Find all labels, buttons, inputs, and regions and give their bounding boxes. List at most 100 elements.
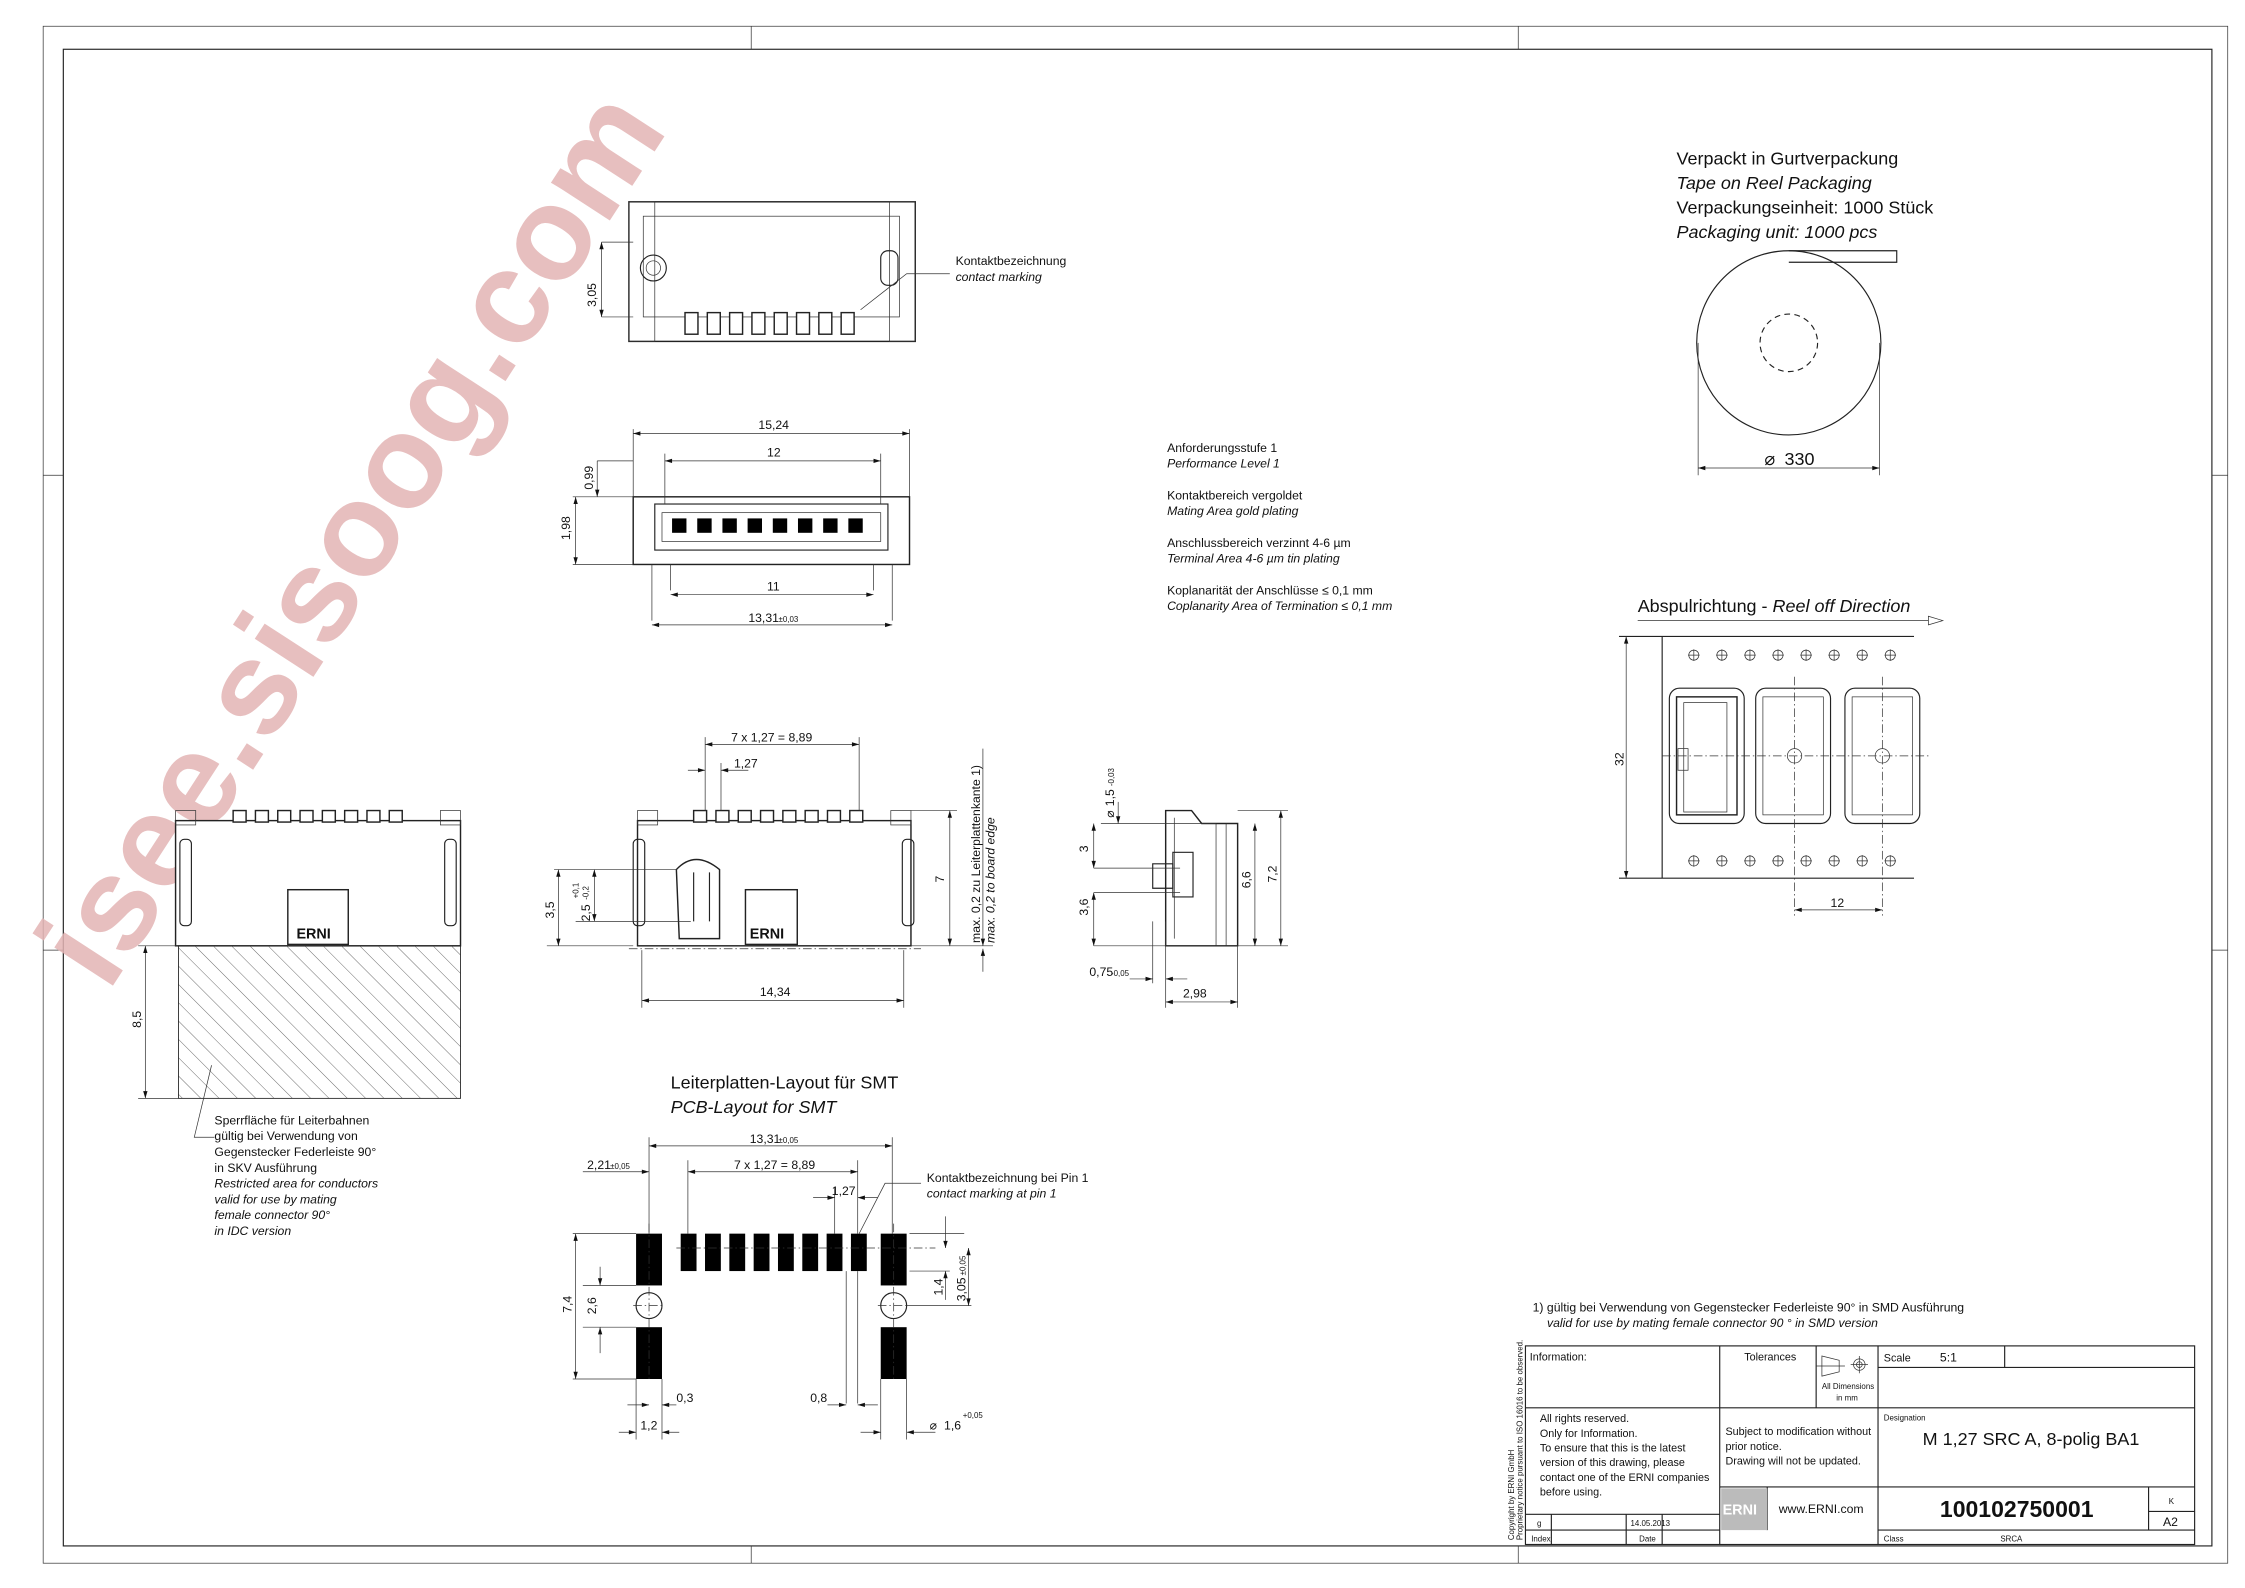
sprocket-hole-cross	[1856, 855, 1868, 867]
carrier-tape-line	[1618, 635, 1915, 879]
pcb-layout-line	[572, 1137, 972, 1440]
connector-top-view-line	[642, 215, 900, 318]
dim-14-label: 1,4	[932, 1278, 946, 1295]
reel-drawing-line	[1696, 250, 1882, 436]
dim-26-label: 2,6	[585, 1297, 599, 1314]
contact-pin	[737, 809, 752, 823]
restricted-area-note-en: Restricted area for conductors	[214, 1177, 378, 1191]
contact-pin	[823, 518, 838, 533]
website-link[interactable]: www.ERNI.com	[1778, 1502, 1864, 1516]
carrier-tape: 32 12	[1612, 635, 1929, 916]
sprocket-hole-cross	[1828, 649, 1840, 661]
contact-pin	[697, 518, 712, 533]
board-edge-note-en: max. 0,2 to board edge	[983, 817, 997, 943]
carrier-tape-line	[1755, 687, 1832, 825]
packaging-unit-en: Packaging unit: 1000 pcs	[1677, 222, 1878, 242]
modification-notice: prior notice.	[1725, 1441, 1781, 1453]
class-value: SRCA	[2000, 1535, 2023, 1544]
scale-value: 5:1	[1940, 1351, 1957, 1365]
dim-075-tolerance: -0,05	[1111, 969, 1130, 978]
sprocket-hole-cross	[1828, 855, 1840, 867]
rights-notice: All rights reserved.	[1540, 1413, 1629, 1425]
pitch-label: 1,27	[832, 1184, 856, 1198]
pitch-total-label: 7 x 1,27 = 8,89	[734, 1158, 815, 1172]
copyright-text: Copyright by ERNI GmbH	[1507, 1449, 1516, 1540]
sprocket-hole-cross	[1800, 649, 1812, 661]
contact-pin	[277, 809, 292, 823]
projection-symbol-icon	[1816, 1355, 1868, 1377]
date-value: 14.05.2013	[1631, 1519, 1671, 1528]
connector-left-view-line	[444, 838, 457, 927]
rights-notice: Only for Information.	[1540, 1428, 1638, 1440]
dim-1331-tolerance: ±0,05	[779, 1136, 799, 1145]
in-mm-label: in mm	[1836, 1394, 1858, 1403]
board-edge-note-de: max. 0,2 zu Leiterplattenkante 1)	[969, 765, 983, 943]
dim-85-label: 8,5	[130, 1011, 144, 1028]
contact-pin	[772, 518, 788, 533]
connector-plan-view: 15,24 12 0,99 1,98 11 13,31 ±0,03	[559, 418, 911, 628]
proprietary-notice: Proprietary notice pursuant to ISO 16016…	[1516, 1340, 1525, 1540]
index-label: Index	[1531, 1535, 1550, 1544]
sprocket-hole-cross	[1716, 649, 1728, 661]
smt-pad	[680, 1233, 697, 1272]
connector-plan-view-line	[672, 518, 863, 533]
connector-top-view-line	[628, 201, 656, 342]
connector-front-view-line	[632, 838, 646, 927]
connector-left-view-line	[232, 809, 403, 823]
connector-left-view-line	[440, 810, 461, 826]
contact-pin	[759, 809, 775, 823]
dim-36-label: 3,6	[1077, 898, 1091, 915]
restricted-area-note-de: Sperrfläche für Leiterbahnen	[214, 1113, 369, 1127]
sprocket-hole-cross	[1744, 855, 1756, 867]
sprocket-hole-cross	[1772, 649, 1784, 661]
sprocket-hole-cross	[1856, 649, 1868, 661]
connector-top-view-line	[880, 250, 899, 286]
part-number: 100102750001	[1940, 1496, 2094, 1522]
carrier-tape-line	[1662, 676, 1929, 916]
smt-pad	[753, 1233, 770, 1272]
dim-1331-label: 13,31	[750, 1132, 781, 1146]
smt-pad	[777, 1233, 794, 1272]
note-de: Kontaktbereich vergoldet	[1167, 489, 1303, 503]
packaging-unit-de: Verpackungseinheit: 1000 Stück	[1677, 197, 1935, 217]
pcb-layout-line	[680, 1233, 867, 1272]
contact-marking-label: Kontaktbezeichnung	[956, 254, 1067, 268]
connector-plan-view-line	[661, 512, 882, 542]
hole-tolerance: +0,05	[963, 1411, 984, 1420]
dim-1331-label: 13,31	[748, 611, 779, 625]
contact-pin	[782, 809, 797, 823]
connector-top-view-line	[860, 273, 950, 311]
reel-direction-arrow	[1637, 615, 1945, 626]
dim-11-label: 11	[767, 579, 780, 593]
restricted-area-hatch	[178, 945, 461, 1099]
tape-width-label: 32	[1612, 752, 1626, 766]
title-block-line	[1525, 1345, 2195, 1545]
connector-front-view-line	[901, 838, 915, 927]
reel-off-direction-label: Abspulrichtung - Reel off Direction	[1638, 596, 1911, 616]
designation-label: Designation	[1884, 1414, 1926, 1423]
contact-pin	[254, 809, 270, 823]
contact-pin	[321, 809, 337, 823]
reel-drawing-line	[1788, 250, 1898, 263]
class-label: Class	[1884, 1535, 1904, 1544]
pcb-layout: Leiterplatten-Layout für SMT PCB-Layout …	[560, 1072, 1089, 1440]
dim-305-label: 3,05	[955, 1277, 969, 1301]
drawing-frame-line	[43, 26, 2228, 1564]
restricted-area-note-en: valid for use by mating	[214, 1192, 336, 1206]
erni-logo-front: ERNI	[750, 927, 784, 943]
packaging-title-en: Tape on Reel Packaging	[1677, 173, 1872, 193]
carrier-tape-line	[1677, 702, 1728, 813]
contact-pin	[706, 311, 721, 335]
dim-66-label: 6,6	[1240, 871, 1254, 888]
connector-plan-view-line	[572, 429, 910, 621]
date-label: Date	[1639, 1535, 1656, 1544]
pcb-layout-title-en: PCB-Layout for SMT	[671, 1097, 839, 1117]
all-dimensions-label: All Dimensions	[1822, 1382, 1874, 1391]
dim-075-label: 0,75	[1089, 965, 1113, 979]
rights-notice: before using.	[1540, 1487, 1602, 1499]
title-block-line: All rights reserved. Only for Information…	[1540, 1413, 1710, 1498]
reel-drawing-line	[1697, 342, 1880, 476]
contact-pin	[747, 518, 763, 533]
